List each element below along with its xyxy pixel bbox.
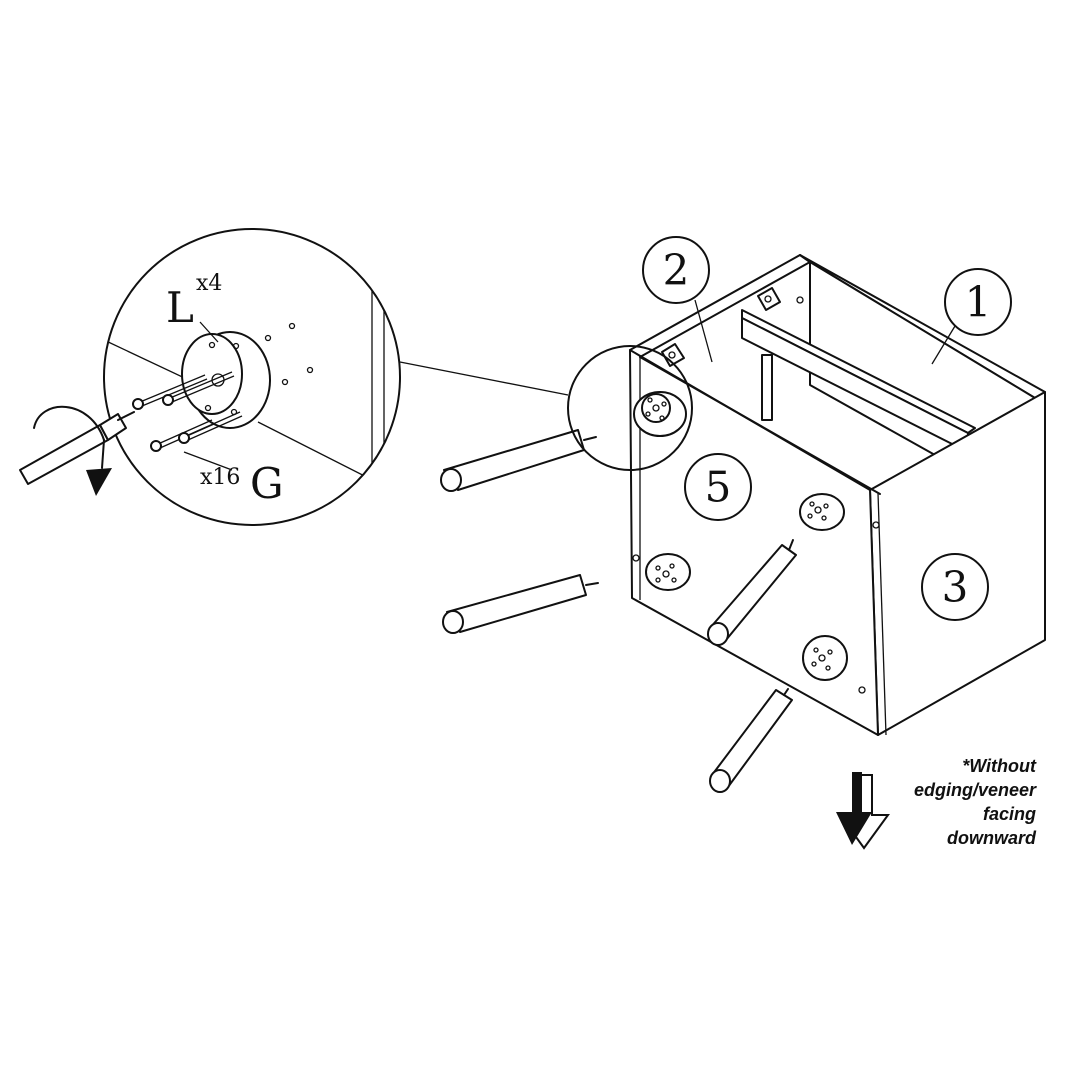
note-line-4: downward xyxy=(947,828,1036,848)
screw xyxy=(178,411,243,444)
rotation-arrow-icon xyxy=(33,405,112,496)
panel-2-label: 2 xyxy=(663,246,690,295)
part-l-qty: x4 xyxy=(196,271,222,296)
down-arrow-icon xyxy=(836,772,890,850)
leg xyxy=(709,688,793,793)
panel-3-label: 3 xyxy=(942,563,969,612)
orientation-note: *Without edging/veneer facing downward xyxy=(880,754,1036,850)
screw xyxy=(132,374,208,410)
callout-panel-3: 3 xyxy=(921,553,989,621)
leg-plate xyxy=(799,493,845,531)
cabinet xyxy=(629,254,1046,736)
leg-plate xyxy=(633,391,687,437)
part-l-label: L xyxy=(166,283,194,332)
corner-bracket xyxy=(661,287,781,367)
panel-5-label: 5 xyxy=(705,463,732,512)
screw xyxy=(162,371,235,406)
callout-panel-1: 1 xyxy=(931,268,1012,365)
leg xyxy=(442,574,599,634)
drawer-runner xyxy=(761,354,773,421)
leg-plate xyxy=(802,635,848,681)
note-line-3: facing xyxy=(982,804,1036,824)
detail-magnifier: L x4 x16 G xyxy=(103,228,401,526)
part-g-label: G xyxy=(250,459,284,508)
panel-1-label: 1 xyxy=(965,278,992,327)
callout-panel-2: 2 xyxy=(642,236,713,363)
part-g-qty: x16 xyxy=(200,465,240,490)
note-line-2: edging/veneer xyxy=(913,780,1036,800)
leg-plate xyxy=(645,553,691,591)
zoom-connector xyxy=(399,345,693,471)
leg xyxy=(707,539,797,646)
callout-panel-5: 5 xyxy=(684,453,752,521)
leg xyxy=(440,429,597,492)
note-line-1: *Without xyxy=(962,756,1036,776)
screwdriver xyxy=(19,411,135,485)
